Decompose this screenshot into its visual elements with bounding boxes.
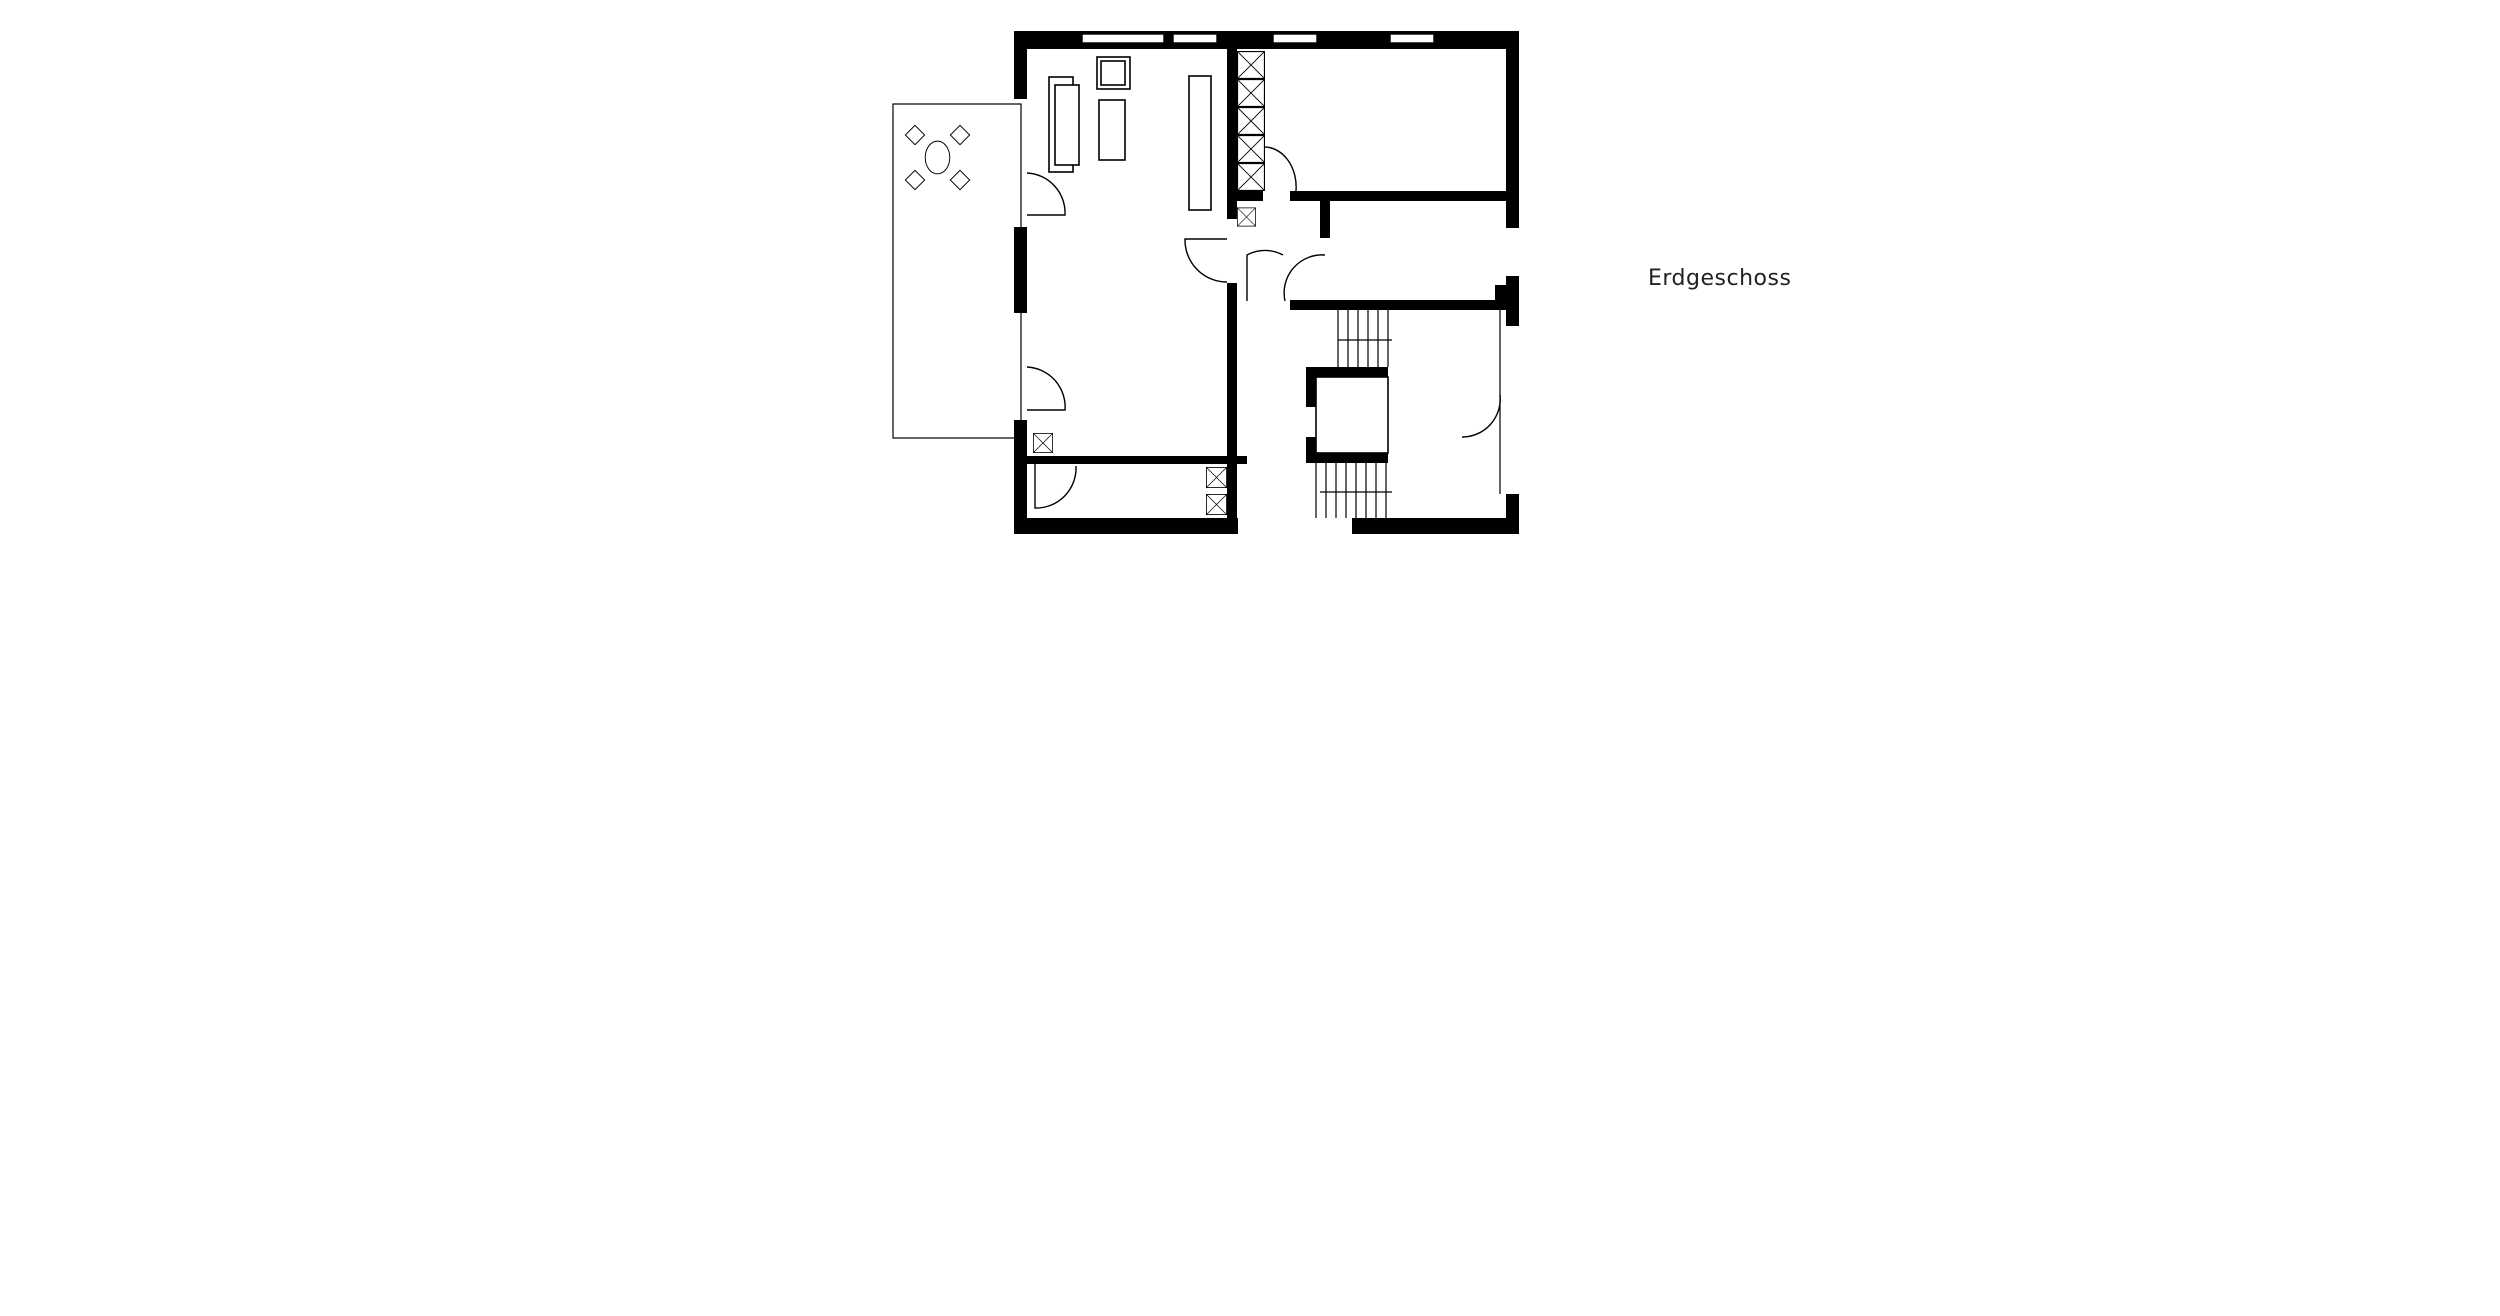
patio-set-icon bbox=[904, 124, 971, 191]
top-unit bbox=[892, 31, 1519, 534]
floor-label: Erdgeschoss bbox=[1648, 266, 1792, 291]
top-terrace bbox=[892, 103, 1022, 439]
